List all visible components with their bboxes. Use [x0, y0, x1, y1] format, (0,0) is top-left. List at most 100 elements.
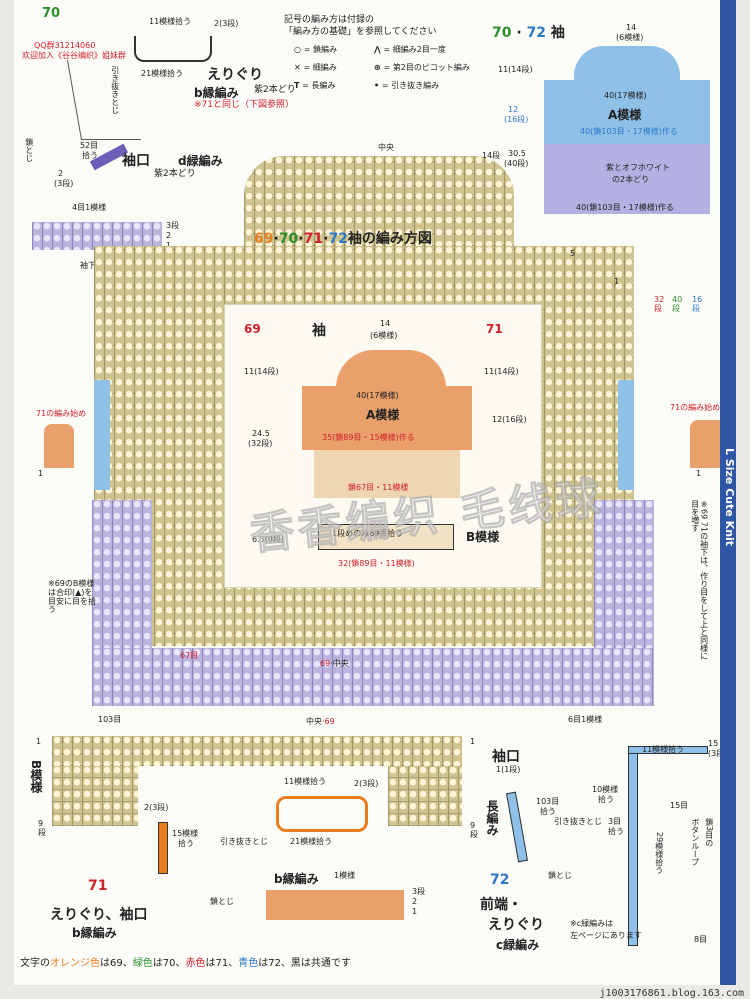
inner-l245: 24.5: [252, 429, 270, 438]
ll-chain: 鎖とじ: [210, 897, 234, 906]
cuff-2: 2: [166, 231, 172, 240]
collar-title: えりぐり: [207, 67, 263, 83]
color-note-blue: 青色: [238, 958, 259, 969]
legend-symbol: ✕: [294, 63, 304, 72]
trsleeve-make1: 40(鎖103目・17模様)作る: [580, 127, 678, 136]
cuff-title: 袖口: [122, 153, 150, 169]
legend-item: • = 引き抜き編み: [374, 81, 440, 91]
ll-pull: 引き抜きとじ: [220, 837, 268, 846]
lr-pull: 引き抜きとじ: [554, 817, 602, 826]
size-sidebar: L Size Cute Knit: [720, 0, 736, 985]
legend-item: ⋀ = 細編み2目一度: [374, 45, 446, 55]
legend-label: = 細編み: [303, 63, 337, 72]
inner-l245b: (32段): [248, 439, 273, 448]
side71b-text: 71の編み始め: [670, 403, 721, 412]
collar-sub1b: 紫2本どり: [254, 85, 296, 95]
collar-sub1: b縁編み: [194, 86, 239, 100]
trsleeve-b-area: [544, 144, 710, 214]
cuff-bottom: 袖下: [80, 261, 96, 270]
inner-l11: 11(14段): [244, 367, 279, 376]
chart-r16-unit: 段: [692, 303, 700, 313]
legend-item: ○ = 鎖編み: [294, 45, 338, 55]
trsleeve-w14b: (6模様): [616, 33, 644, 42]
lr-num: 72: [490, 872, 510, 888]
chart-title-70: 70: [278, 231, 299, 247]
color-note-orange: オレンジ色: [50, 958, 100, 969]
color-note: 文字のオレンジ色は69、緑色は70、赤色は71、青色は72、黒は共通です: [20, 958, 351, 969]
collar-pull: 引き抜きとじ: [110, 66, 120, 114]
trsleeve-h305b: (40段): [504, 159, 529, 168]
lr-cuff: 袖口: [492, 749, 520, 765]
legend-symbol: •: [374, 81, 382, 90]
side71a-shape: [44, 424, 74, 468]
inner-cap: [336, 350, 446, 388]
inner-make35: 35(鎖89目・15模様)作る: [322, 433, 415, 442]
inner-title: 袖: [312, 323, 326, 339]
lr-cuff-band: [505, 791, 529, 863]
lr-3: 3目: [608, 817, 622, 826]
collar-number: 70: [42, 6, 61, 21]
chart-r40-num: 40: [672, 295, 683, 304]
chart-r32-unit: 段: [654, 303, 662, 313]
lr-loop: 鎖3目の: [704, 818, 714, 848]
inner-l65: 6.5(9段): [252, 535, 285, 544]
legend-title-1: 記号の編み方は付録の: [284, 15, 375, 25]
ll-b3: 3段: [412, 887, 426, 896]
sleeve-heading-label: 袖: [550, 25, 565, 41]
lr-sub: c緑編み: [496, 938, 540, 952]
chart-left67: 67目: [180, 651, 199, 660]
side71a-text: 71の編み始め: [36, 409, 87, 418]
cuff-3: 3段: [166, 221, 180, 230]
color-note-red: 赤色: [185, 958, 206, 969]
legend-label: = 鎖編み: [303, 45, 338, 54]
collar-2b: 2: [58, 169, 64, 178]
lr-10b: 拾う: [598, 795, 614, 804]
ll-1b: 1: [470, 737, 476, 746]
chart-title-71: 71: [303, 231, 324, 247]
trsleeve-h11: 11(14段): [498, 65, 533, 74]
trsleeve-cap: [574, 46, 680, 82]
color-note-green: 緑色: [132, 958, 153, 969]
legend-title-2: 「編み方の基礎」を参照してください: [284, 27, 437, 37]
cuff-swatch: [32, 222, 162, 250]
ll-9-num: 9: [38, 819, 44, 828]
chart-right-blue: [618, 380, 634, 490]
inner-r11: 11(14段): [484, 367, 519, 376]
lr-15: 15: [708, 739, 719, 748]
side71a-label: 71の編み始め: [36, 409, 87, 419]
ll-center: 中央·69: [306, 717, 335, 726]
trsleeve-a-area: [544, 80, 710, 144]
ll-b-right: [388, 766, 462, 826]
cuff-1: 1: [166, 241, 171, 251]
chart-r6: 6目1模様: [568, 715, 603, 724]
inner-b-area: [314, 450, 460, 498]
inner-r12: 12(16段): [492, 415, 527, 424]
lr-title1: 前端・: [480, 897, 522, 913]
collar-2: 2(3段): [214, 19, 239, 28]
inner-a-area: [302, 386, 472, 450]
trsleeve-mix2: の2本どり: [612, 175, 650, 184]
sleeve-heading: 70 · 72 袖: [492, 25, 565, 41]
side71b-label: 71の編み始め: [670, 403, 721, 413]
chart-title-69: 69: [254, 231, 274, 247]
inner-71: 71: [486, 322, 503, 336]
ll-bfringe: b縁編み: [274, 872, 319, 886]
chart-center: 中央: [378, 143, 394, 152]
legend-label: = 引き抜き編み: [381, 81, 440, 90]
lr-title2: えりぐり: [488, 917, 544, 933]
lr-neck-band: [628, 746, 708, 754]
lr-11: 11模様拾う: [642, 745, 685, 754]
ll-collar-shape: [276, 796, 368, 832]
lr-29: 29模様拾う: [654, 832, 664, 875]
ll-b-band: [52, 736, 462, 766]
ll-1: 1: [36, 737, 42, 746]
trsleeve-a-label: A模様: [608, 108, 642, 122]
sleeve-heading-72: 72: [526, 25, 547, 41]
inner-b-box: [318, 524, 454, 550]
chart-title: 69·70·71·72袖の編み方図: [254, 231, 432, 247]
ll-center-label: 中央: [306, 717, 322, 726]
